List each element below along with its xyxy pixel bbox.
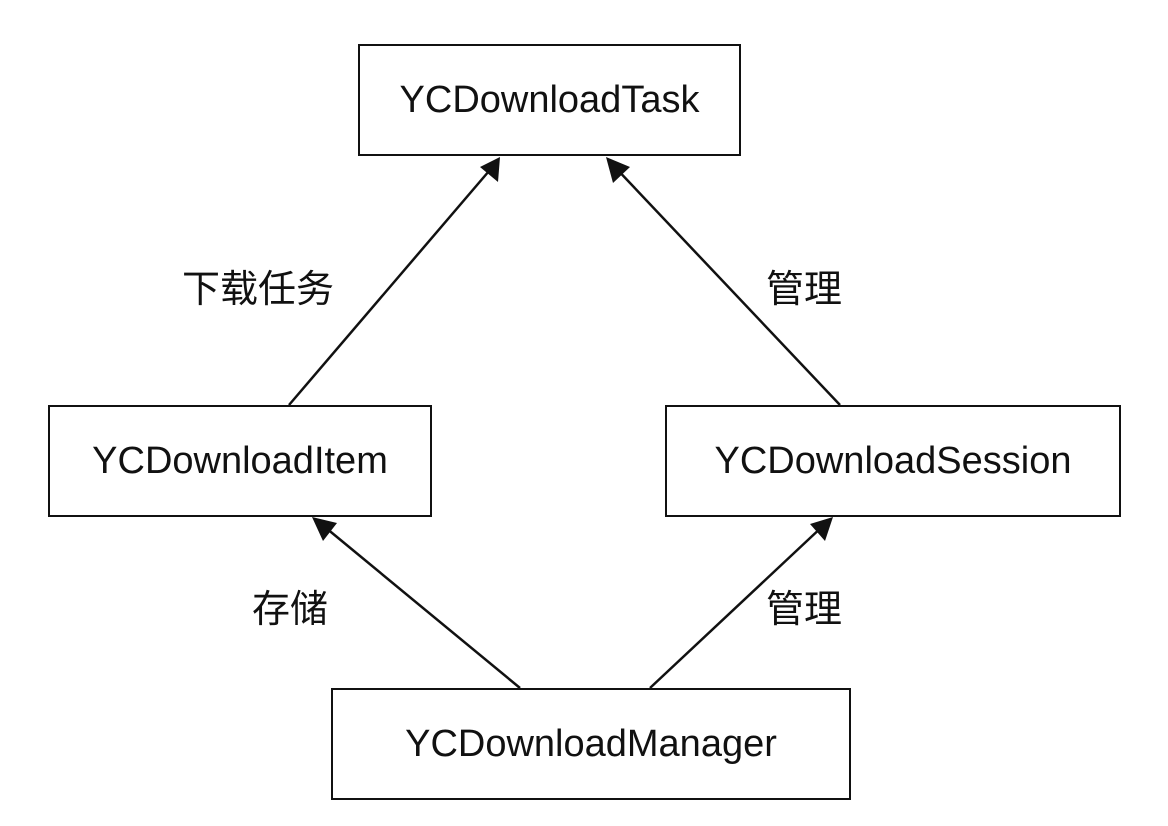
arrowhead-icon: [810, 517, 833, 541]
edge-item-to-task: [288, 163, 496, 406]
node-ycdownloadsession: YCDownloadSession: [665, 405, 1121, 517]
arrowhead-icon: [480, 157, 500, 182]
edge-label-session-task: 管理: [766, 267, 843, 311]
arrowhead-icon: [606, 157, 630, 183]
edge-manager-to-session: [649, 523, 826, 689]
edge-label-item-task: 下载任务: [182, 267, 335, 311]
arrowhead-icon: [312, 517, 337, 541]
edge-manager-to-item: [319, 522, 521, 689]
edge-label-manager-item: 存储: [252, 587, 329, 631]
node-ycdownloaditem: YCDownloadItem: [48, 405, 432, 517]
node-ycdownloadmanager: YCDownloadManager: [331, 688, 851, 800]
edge-label-manager-session: 管理: [766, 587, 843, 631]
node-ycdownloadtask: YCDownloadTask: [358, 44, 741, 156]
edge-session-to-task: [611, 163, 841, 406]
